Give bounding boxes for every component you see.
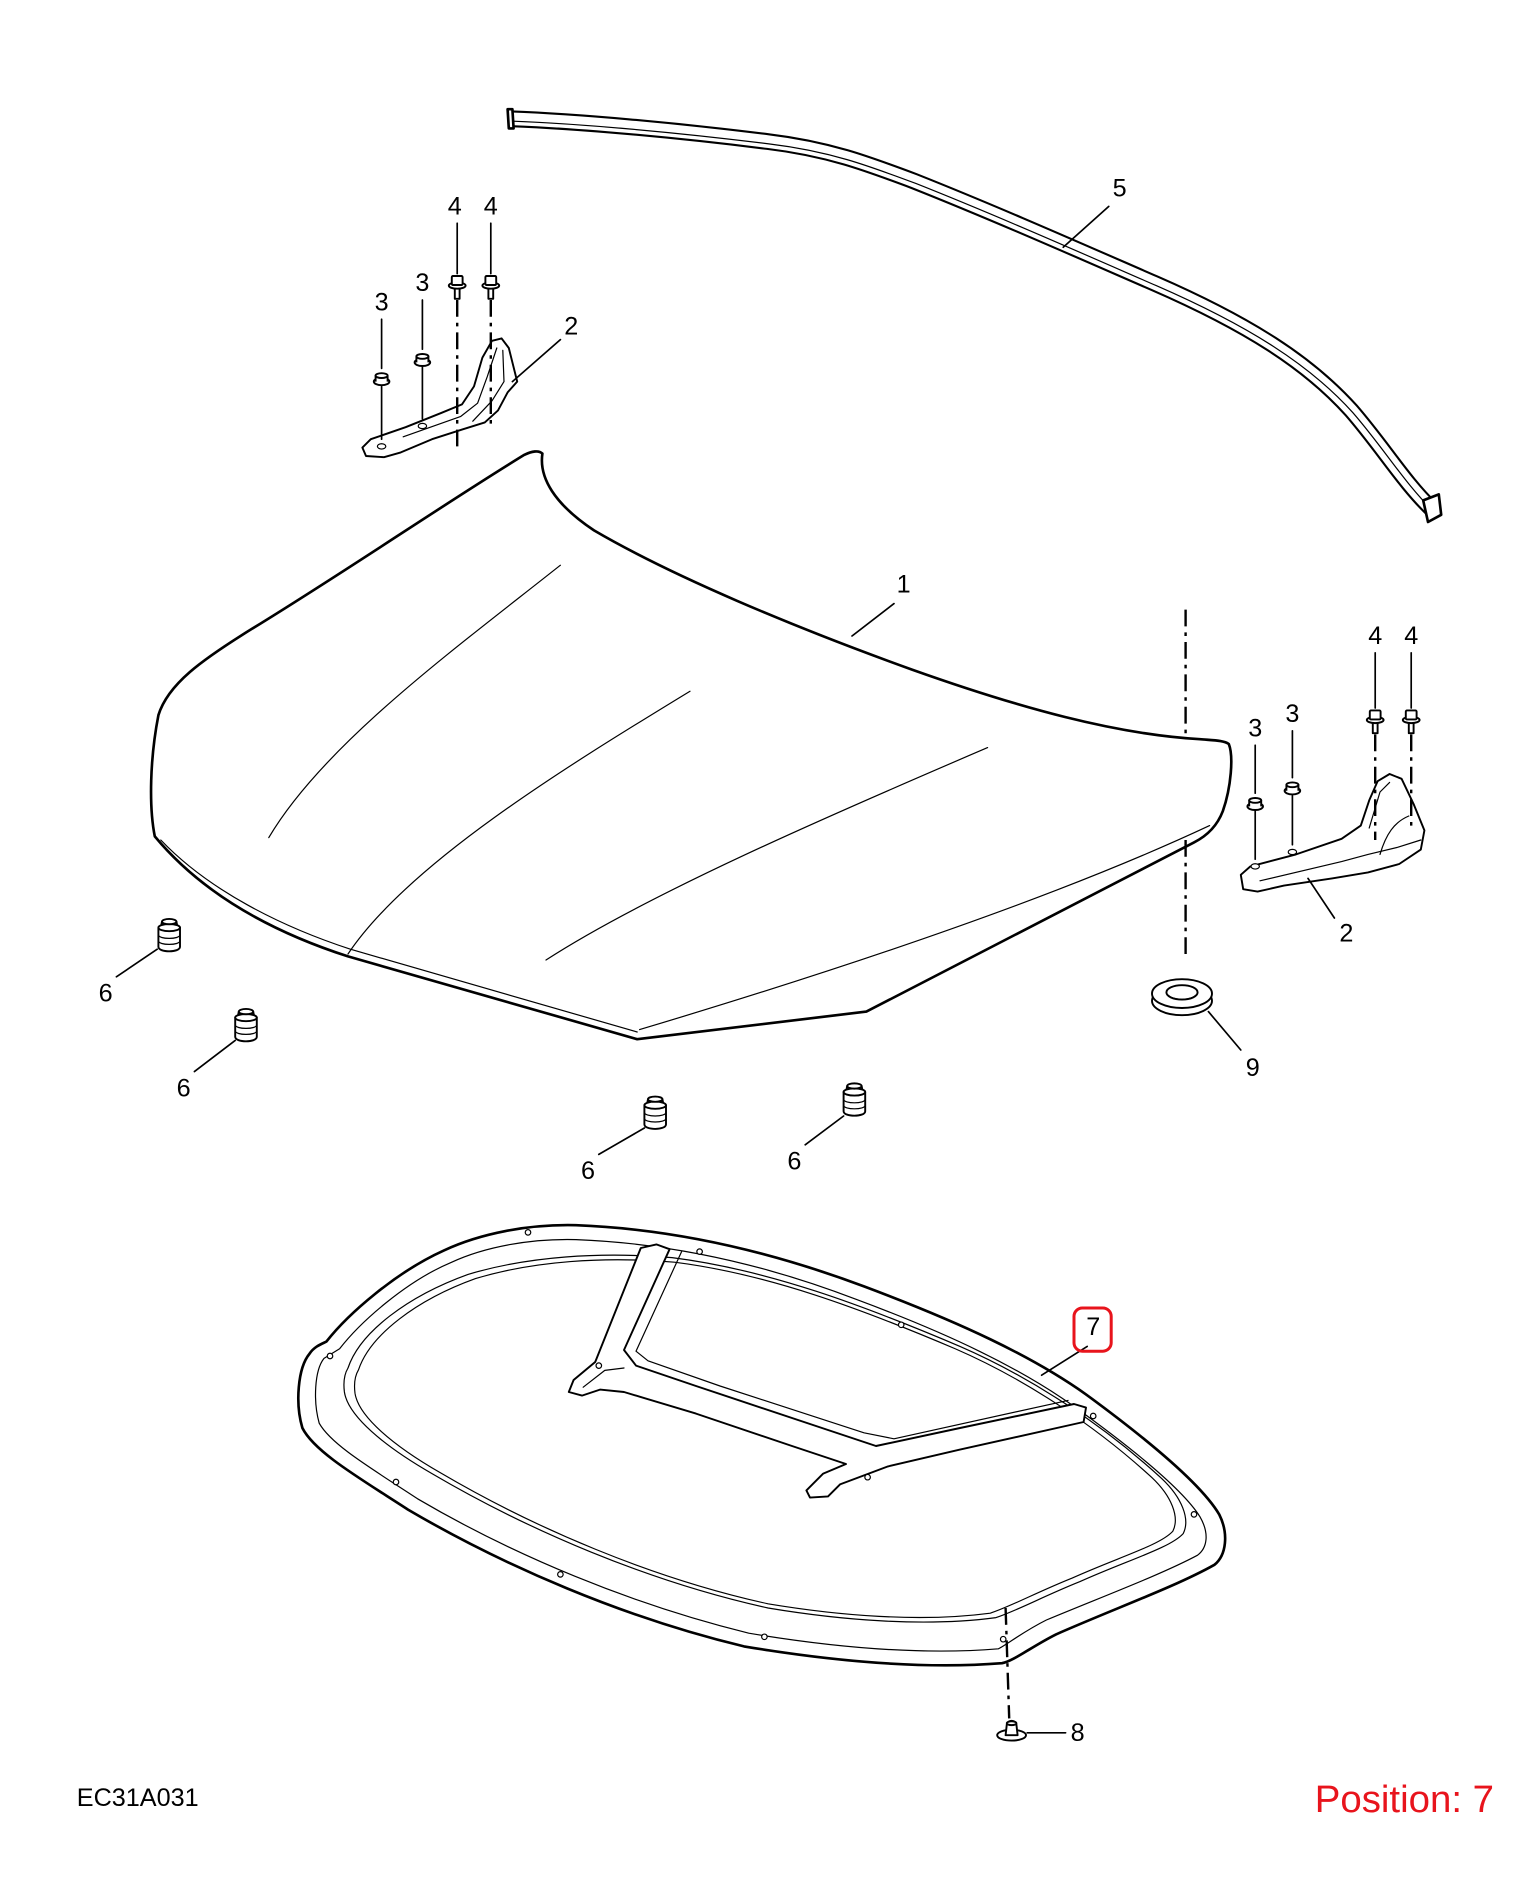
nut-left-1 [372, 372, 391, 387]
hood-character-line [545, 747, 989, 961]
insulator-hole [595, 1362, 603, 1369]
insulator-hole [1089, 1412, 1097, 1420]
leader-6-4 [804, 1115, 845, 1146]
insulator-hole [326, 1352, 334, 1360]
nut-right-1 [1246, 797, 1264, 811]
clip-top [1005, 1720, 1018, 1727]
callout-4-right-1[interactable]: 4 [1368, 622, 1382, 650]
leader-2-left [511, 338, 562, 383]
bolt-right-1 [1365, 709, 1385, 735]
bumper-4 [842, 1082, 867, 1117]
hinge-right-body [1239, 773, 1426, 893]
insulator-hole [897, 1321, 905, 1329]
hood-front-crease [639, 825, 1211, 1031]
leader-1 [851, 602, 895, 637]
nut-left-2 [413, 353, 432, 367]
callout-3-right-2[interactable]: 3 [1285, 700, 1299, 728]
callout-2-left[interactable]: 2 [564, 312, 578, 340]
hood-character-line [268, 564, 561, 839]
insulator-hole [1190, 1511, 1198, 1518]
callout-6-3[interactable]: 6 [581, 1157, 595, 1185]
bumper-2 [234, 1007, 258, 1043]
hood-front-edge [160, 839, 638, 1033]
insulator-hole [999, 1635, 1007, 1643]
hinge-right-rib [1379, 815, 1410, 855]
callout-3-right-1[interactable]: 3 [1248, 714, 1262, 742]
weatherstrip-groove [512, 120, 1434, 512]
callout-6-4[interactable]: 6 [787, 1148, 801, 1176]
hinge-left-hole [376, 443, 387, 450]
callout-8[interactable]: 8 [1071, 1719, 1085, 1747]
hood-insulator [297, 1223, 1227, 1667]
hinge-right-rib [1368, 781, 1391, 829]
hood-weatherstrip [506, 107, 1443, 524]
hinge-right-hole [1250, 863, 1260, 870]
callout-1[interactable]: 1 [897, 570, 911, 598]
hood-hinge-left [361, 337, 519, 459]
insulator-dish-edge [343, 1254, 1187, 1623]
retaining-clip [996, 1719, 1027, 1742]
diagram-code: EC31A031 [77, 1784, 199, 1812]
insulator-outline [297, 1223, 1227, 1667]
callout-3-left-2[interactable]: 3 [415, 269, 429, 297]
hinge-right-edge [1259, 839, 1422, 882]
callout-4-left-1[interactable]: 4 [448, 192, 462, 220]
hinge-right-hole [1287, 848, 1298, 856]
callout-6-2[interactable]: 6 [177, 1074, 191, 1102]
nut-right-2 [1283, 781, 1302, 796]
insulator-flange [314, 1238, 1207, 1652]
leader-6-2 [193, 1039, 237, 1073]
callout-2-right[interactable]: 2 [1339, 920, 1353, 948]
weatherstrip-end-right [1421, 493, 1443, 524]
callout-7[interactable]: 7 [1086, 1313, 1100, 1341]
bumper-1 [157, 917, 181, 953]
insulator-rib-inner [582, 1367, 625, 1388]
weatherstrip-fill [510, 112, 1436, 514]
insulator-hole [392, 1478, 400, 1486]
callout-3-left-1[interactable]: 3 [375, 288, 389, 316]
position-indicator: Position: 7 [1315, 1778, 1494, 1821]
hood-character-line [347, 690, 691, 955]
insulator-hole [864, 1473, 871, 1481]
insulator-hole [557, 1571, 564, 1578]
callout-4-right-2[interactable]: 4 [1404, 622, 1418, 650]
hinge-left-rib [472, 349, 505, 422]
hood-outline [149, 450, 1233, 1041]
hood-hinge-right [1239, 773, 1426, 893]
insulator-dish-inner [353, 1259, 1176, 1619]
callout-5[interactable]: 5 [1113, 174, 1127, 202]
bumper-3 [643, 1095, 667, 1130]
callout-7-highlight-box [1072, 1306, 1113, 1353]
leader-6-1 [115, 948, 159, 978]
leader-5 [1062, 205, 1110, 249]
callout-6-1[interactable]: 6 [99, 980, 113, 1008]
leader-6-3 [597, 1127, 646, 1156]
leader-2-right [1307, 877, 1336, 919]
grommet [1151, 978, 1213, 1017]
insulator-hole [761, 1633, 768, 1641]
insulator-rib [567, 1243, 1087, 1499]
insulator-hole [696, 1248, 703, 1255]
insulator-rib-inner [635, 1251, 1069, 1440]
callout-9[interactable]: 9 [1246, 1054, 1260, 1082]
leader-9 [1207, 1010, 1242, 1051]
grommet-inner [1167, 994, 1197, 1000]
weatherstrip-outline [510, 110, 1438, 515]
insulator-hole [524, 1229, 532, 1236]
axis-line [1004, 1607, 1011, 1719]
callout-4-left-2[interactable]: 4 [484, 192, 498, 220]
bolt-left-2 [481, 275, 501, 300]
hinge-left-hole [417, 422, 428, 430]
bolt-right-2 [1401, 709, 1421, 735]
bolt-left-1 [447, 275, 467, 300]
hood-panel [149, 450, 1233, 1041]
weatherstrip-end-left [506, 107, 515, 130]
